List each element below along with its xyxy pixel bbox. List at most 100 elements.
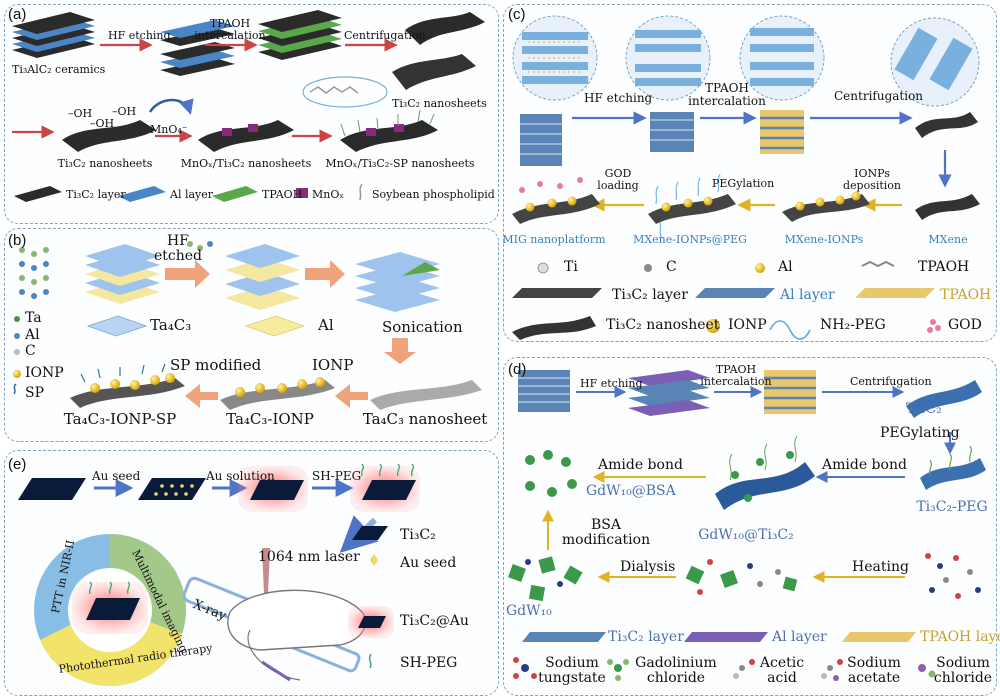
label-gdw10: GdW₁₀ <box>506 603 552 619</box>
crystal-structure-icon <box>19 247 49 299</box>
legend-tpaoh-layer <box>842 632 916 642</box>
arrow <box>384 338 416 364</box>
reagent-text: Acetic acid <box>759 655 805 686</box>
step-tpaoh-intercalation: TPAOH intercalation <box>700 364 771 387</box>
legend-label: MnOₓ <box>312 188 345 201</box>
ti3alc2-stack-icon <box>518 370 570 412</box>
ring-segment-radiotherapy <box>40 622 182 687</box>
ti3c2-sheet-icon <box>18 478 86 500</box>
reagent-sodium-chloride: Sodium chloride <box>934 656 992 685</box>
panel-b-graphics <box>13 241 482 410</box>
legend-au-seed-icon <box>370 554 378 566</box>
product-mxene-ionps: MXene-IONPs <box>784 233 864 246</box>
panel-d-label: (d) <box>508 361 527 378</box>
label-nanosheets-top: Ti₃C₂ nanosheets <box>392 97 487 110</box>
legend-c-atom <box>14 349 20 355</box>
legend-al-layer <box>695 288 775 298</box>
step-centrifugation: Centrifugation <box>834 89 924 103</box>
step-ionp: IONP <box>312 356 354 374</box>
label-ti3c2: Ti₃C₂ <box>906 401 942 417</box>
ring-segment-imaging <box>110 534 186 634</box>
ti3c2-peg-icon <box>920 458 986 490</box>
product-ta4c3-ionp: Ta₄C₃-IONP <box>226 410 314 428</box>
step-hf-etched: HF etched <box>154 234 202 263</box>
step-centrifugation: Centrifugation <box>850 375 932 388</box>
nanosheet-icon <box>62 120 156 152</box>
curved-arrow <box>148 98 194 115</box>
step-au-seed: Au seed <box>92 469 141 483</box>
legend-tpaoh-layer-label: TPAOH <box>940 287 992 303</box>
legend-ta: Ta <box>25 310 42 326</box>
legend-label: TPAOH <box>262 188 303 201</box>
step-hf-etching: HF etching <box>580 377 643 390</box>
label-ceramics: Ti₃AlC₂ ceramics <box>12 63 106 76</box>
label-mnox-ti3c2: MnOₓ/Ti₃C₂ nanosheets <box>180 157 312 170</box>
legend-ti3c2-nanosheet-label: Ti₃C₂ nanosheet <box>606 317 720 333</box>
oh-group: –OH <box>68 107 93 120</box>
mxene-ionps-peg-icon <box>648 194 736 224</box>
step-hf-etching: HF etching <box>108 29 171 42</box>
oh-group: –OH <box>112 105 137 118</box>
legend-ti3c2-layer <box>512 288 602 298</box>
ta4c3-stack-icon <box>85 244 160 304</box>
legend-nh2-peg <box>769 320 811 340</box>
sodium-acetate-icon <box>821 659 843 681</box>
step-tpaoh: TPAOH intercalation <box>688 81 766 108</box>
reagent-acetic-acid: Acetic acid <box>760 656 804 685</box>
gadolinium-chloride-icon <box>607 659 629 681</box>
legend-ti3c2-layer-label: Ti₃C₂ layer <box>612 287 688 303</box>
mxene-ionps-icon <box>782 194 870 222</box>
legend-mnox <box>296 188 308 198</box>
label-mno4: MnO₄⁻ <box>150 123 188 136</box>
step-ionps: IONPs deposition <box>842 167 902 192</box>
label-ti3c2-nanosheets: Ti₃C₂ nanosheets <box>57 157 153 170</box>
gdw10-ti3c2-icon <box>715 462 815 510</box>
ta4c3-ionp-sp-sheet <box>70 378 185 408</box>
panel-c-graphics <box>512 15 980 340</box>
au-seed-sheet-icon <box>138 478 206 500</box>
legend-tpaoh-layer-label: TPAOH layer <box>920 629 1000 645</box>
legend-c: C <box>666 259 677 275</box>
gdw10-bsa-icon <box>525 450 577 497</box>
legend-tpaoh-layer <box>855 288 935 298</box>
legend-ti3c2-au-icon <box>358 616 386 628</box>
reagent-text: Sodium acetate <box>847 655 901 686</box>
reagent-text: Sodium tungstate <box>538 655 606 686</box>
legend-ta4c3: Ta₄C₃ <box>150 316 192 334</box>
legend-ti-atom <box>537 262 549 274</box>
label-ti3c2-peg: Ti₃C₂-PEG <box>916 499 988 515</box>
label-mnox-ti3c2-sp: MnOₓ/Ti₃C₂-SP nanosheets <box>325 157 475 170</box>
legend-sp-label: SP <box>25 385 45 401</box>
step-dialysis: Dialysis <box>620 559 676 575</box>
arrow <box>335 384 368 408</box>
reagent-sodium-tungstate: Sodium tungstate <box>538 656 606 685</box>
reagent-text: Sodium chloride <box>933 655 993 686</box>
legend-ti3c2-layer-label: Ti₃C₂ layer <box>608 629 684 645</box>
step-bsa-modification: BSA modification <box>562 518 650 547</box>
legend-label: Ti₃C₂ layer <box>66 188 126 201</box>
step-pegylation: PEGylation <box>712 177 775 190</box>
legend-c: C <box>25 343 36 359</box>
ti3alc2-stack-icon <box>12 12 95 58</box>
ti3c2-au-sheet-icon <box>250 480 304 500</box>
nanosheet-icon <box>405 12 485 45</box>
oh-group: –OH <box>90 117 115 130</box>
step-god: GOD loading <box>597 167 639 192</box>
legend-al-layer-label: Al layer <box>780 287 835 303</box>
mig-nanoplatform-icon <box>512 194 600 224</box>
step-tpaoh: TPAOH intercalation <box>700 363 772 388</box>
step-tpaoh: TPAOH intercalation <box>194 17 266 42</box>
intercalated-stack-icon <box>258 10 342 60</box>
legend-ti3c2-nanosheet <box>512 316 596 340</box>
arrow <box>185 384 218 408</box>
step-hf-etching: HF etching <box>584 91 653 105</box>
etched-stack-icon <box>650 112 694 152</box>
ta4c3-nanosheet <box>370 380 482 410</box>
legend-tpaoh <box>212 186 258 202</box>
legend-ti3c2-au-label: Ti₃C₂@Au <box>400 613 469 629</box>
legend-ti3c2-layer <box>522 632 606 642</box>
syringe-icon <box>261 660 291 682</box>
product-ta4c3-ionp-sp: Ta₄C₃-IONP-SP <box>63 410 177 428</box>
mxene-stack-icon <box>520 114 562 166</box>
phospholipid-zoom <box>302 76 388 108</box>
